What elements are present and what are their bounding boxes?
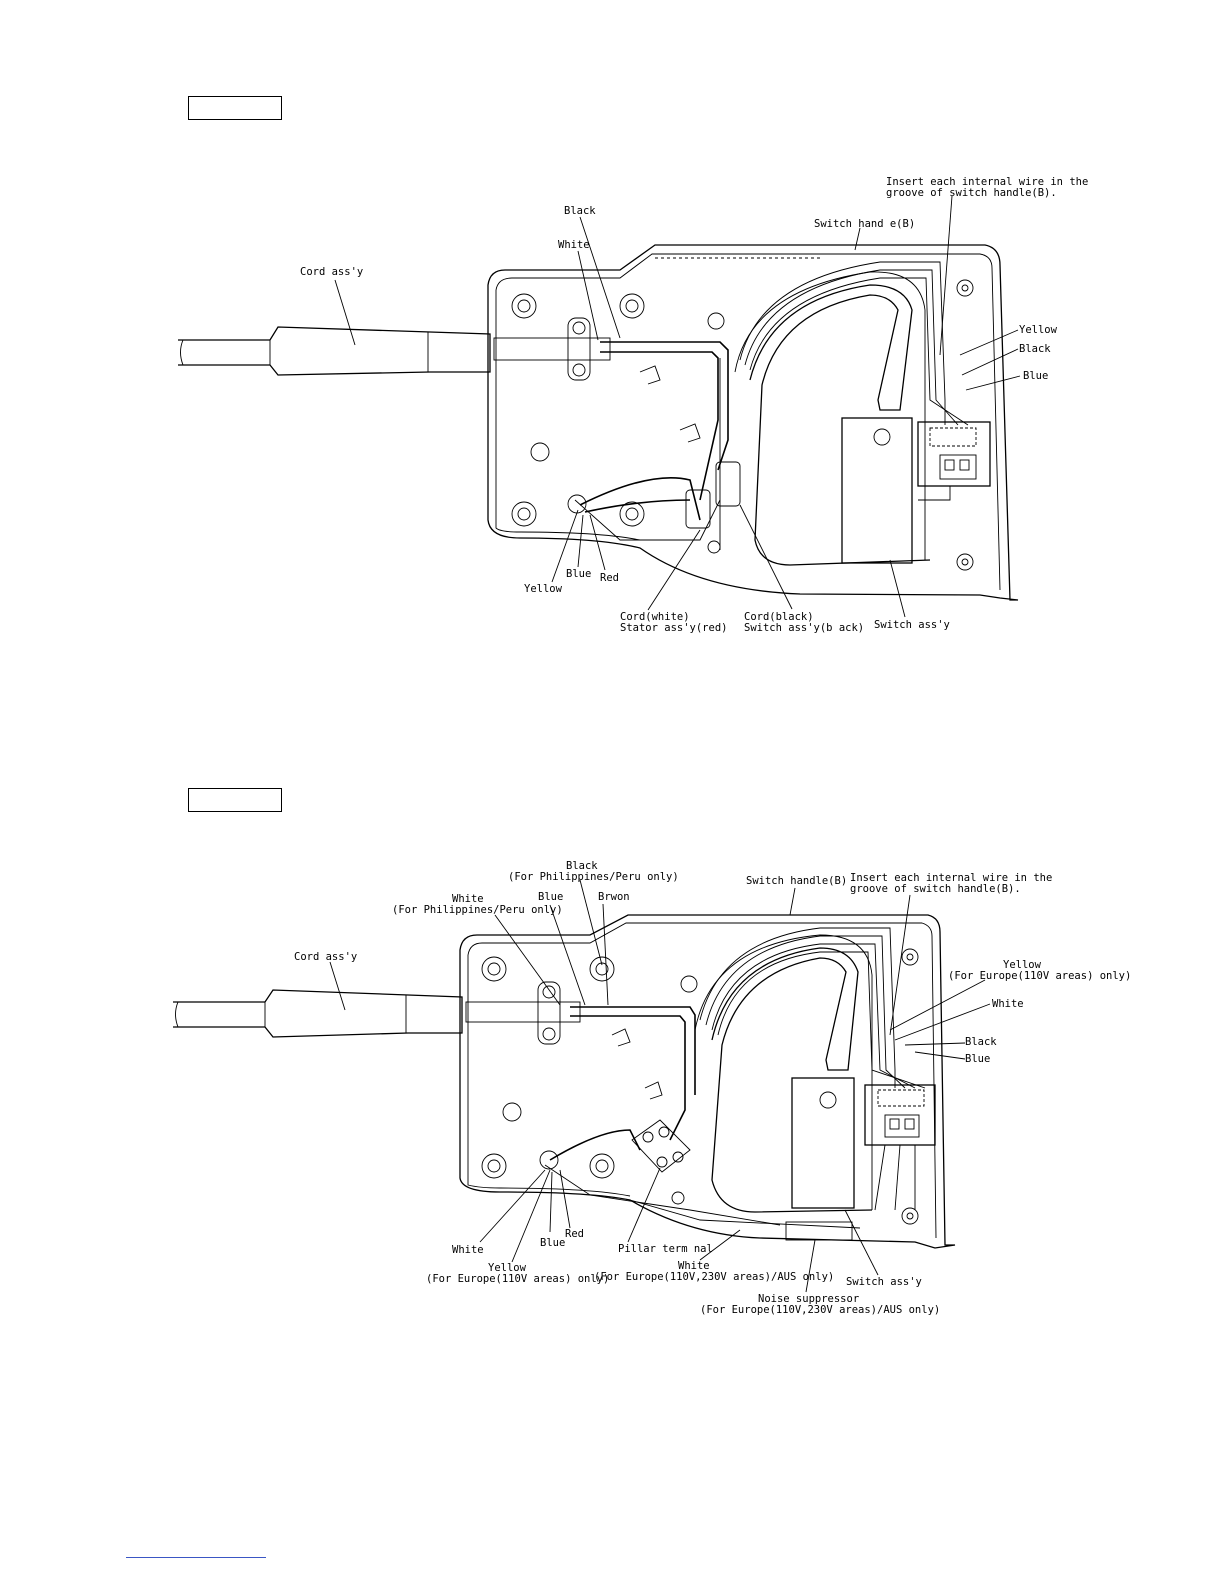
label-cord-assy: Cord ass'y — [300, 266, 363, 278]
label-red-bottom: Red — [600, 572, 619, 584]
label-noise-suppressor: Noise suppressor — [758, 1293, 859, 1305]
cord-assy-1 — [178, 326, 491, 376]
label-insert-note-1: Insert each internal wire in the — [886, 176, 1088, 188]
label-blue-bottom: Blue — [540, 1237, 565, 1249]
leader-lines-2 — [329, 879, 991, 1293]
label-switch-assy-black: Switch ass'y(b ack) — [744, 622, 864, 634]
cord-assy-2 — [173, 989, 463, 1038]
screw-bosses-2 — [481, 948, 919, 1225]
label-yellow-right: Yellow — [1003, 959, 1042, 971]
label-brown-top: Brwon — [598, 891, 630, 903]
figure-1-label-box — [188, 96, 282, 120]
label-yellow-right: Yellow — [1019, 324, 1058, 336]
label-pillar-terminal: Pillar term nal — [618, 1243, 713, 1255]
screw-bosses-1 — [511, 279, 974, 571]
label-cord-assy: Cord ass'y — [294, 951, 357, 963]
labels-2: Black (For Philippines/Peru only) Switch… — [294, 860, 1131, 1316]
leader-lines-1 — [334, 195, 1021, 618]
label-stator-assy-red: Stator ass'y(red) — [620, 622, 727, 634]
switch-block-2 — [864, 1084, 936, 1211]
label-white-note: (For Philippines/Peru only) — [392, 904, 563, 916]
label-black: Black — [564, 205, 596, 217]
label-black-right: Black — [965, 1036, 997, 1048]
label-switch-assy: Switch ass'y — [846, 1276, 922, 1288]
label-black: Black — [566, 860, 598, 872]
label-noise-suppressor-note: (For Europe(110V,230V areas)/AUS only) — [700, 1304, 940, 1316]
label-white: White — [452, 893, 484, 905]
label-yellow-right-note: (For Europe(110V areas) only) — [948, 970, 1131, 982]
label-white-eu: White — [678, 1260, 710, 1272]
pillar-terminal-2 — [631, 1119, 691, 1173]
label-white-right: White — [992, 998, 1024, 1010]
switch-block-1 — [917, 421, 991, 501]
housing-2 — [459, 914, 956, 1249]
label-yellow-bottom-note: (For Europe(110V areas) only) — [426, 1273, 609, 1285]
label-cord-black: Cord(black) — [744, 611, 814, 623]
footer-link-underline — [126, 1557, 266, 1558]
diagram-2: Black (For Philippines/Peru only) Switch… — [173, 860, 1131, 1316]
diagram-1: Insert each internal wire in the groove … — [178, 176, 1088, 634]
label-insert-note-2: groove of switch handle(B). — [850, 883, 1021, 895]
label-switch-handle: Switch hand e(B) — [814, 218, 915, 230]
label-white-bottom: White — [452, 1244, 484, 1256]
label-insert-note-1: Insert each internal wire in the — [850, 872, 1052, 884]
internal-wires-2 — [539, 927, 926, 1241]
label-switch-handle: Switch handle(B) — [746, 875, 847, 887]
labels-1: Insert each internal wire in the groove … — [300, 176, 1088, 634]
label-black-note: (For Philippines/Peru only) — [508, 871, 679, 883]
label-blue-top: Blue — [538, 891, 563, 903]
label-blue-bottom: Blue — [566, 568, 591, 580]
label-yellow-bottom: Yellow — [488, 1262, 527, 1274]
switch-cavity-1 — [719, 271, 931, 566]
label-switch-assy: Switch ass'y — [874, 619, 950, 631]
label-black-right: Black — [1019, 343, 1051, 355]
label-cord-white: Cord(white) — [620, 611, 690, 623]
label-blue-right: Blue — [965, 1053, 990, 1065]
label-red-bottom: Red — [565, 1228, 584, 1240]
label-white: White — [558, 239, 590, 251]
cord-clamp-2 — [465, 981, 581, 1045]
label-blue-right: Blue — [1023, 370, 1048, 382]
figure-2-label-box — [188, 788, 282, 812]
switch-cavity-2 — [694, 934, 873, 1213]
label-white-eu-note: (For Europe(110V,230V areas)/AUS only) — [594, 1271, 834, 1283]
cord-clamp-1 — [493, 317, 611, 381]
label-yellow-bottom: Yellow — [524, 583, 563, 595]
internal-wires-1 — [567, 261, 969, 541]
label-insert-note-2: groove of switch handle(B). — [886, 187, 1057, 199]
